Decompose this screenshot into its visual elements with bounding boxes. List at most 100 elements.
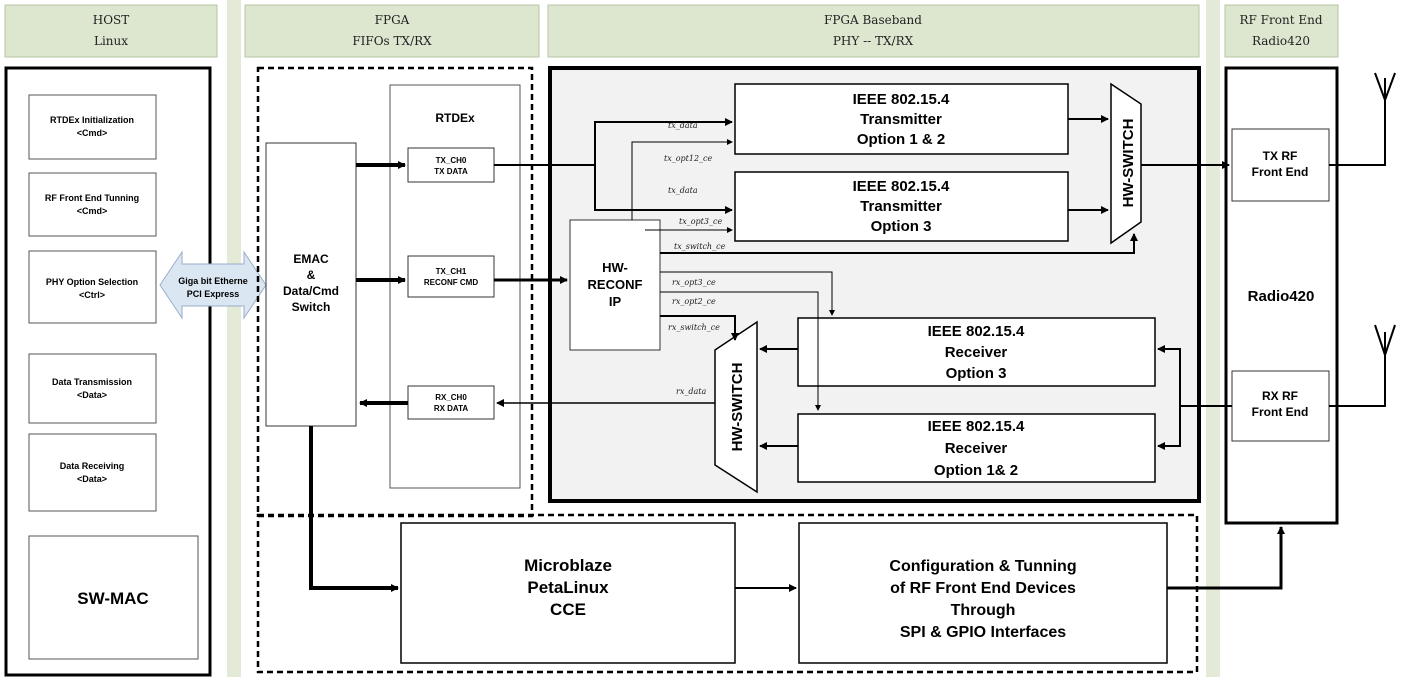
receiver-option-1-2: IEEE 802.15.4 Receiver Option 1& 2 (797, 413, 1156, 483)
signal-rx-data: rx_data (676, 387, 706, 396)
emac-line-3: Data/Cmd (283, 284, 339, 298)
rx12-line-2: Receiver (945, 440, 1008, 457)
bottom-region (256, 513, 1199, 674)
config-line-1: Configuration & Tunning (889, 558, 1076, 575)
separator-strip-2 (1206, 0, 1220, 677)
hw-switch-tx: HW-SWITCH (1110, 82, 1142, 245)
tx12-line-2: Transmitter (860, 111, 942, 128)
rx3-line-2: Receiver (945, 344, 1008, 361)
rx-rf-line-2: Front End (1252, 405, 1309, 419)
header-rf-line-2: Radio420 (1252, 34, 1310, 48)
rtdex-tx-ch0: TX_CH0 TX DATA (407, 147, 495, 183)
rtdex-rx-ch0: RX_CH0 RX DATA (407, 385, 495, 420)
tx-antenna-icon (1329, 72, 1396, 166)
emac-line-2: & (307, 268, 316, 282)
header-rf-line-1: RF Front End (1240, 13, 1323, 27)
connections (309, 115, 1285, 592)
host-box-data-rx: Data Receiving <Data> (28, 433, 157, 512)
pcie-line-2: PCI Express (187, 289, 240, 299)
signal-rx-opt3-ce: rx_opt3_ce (672, 278, 716, 287)
config-line-3: Through (951, 602, 1016, 619)
rx3-line-1: IEEE 802.15.4 (928, 323, 1025, 340)
transmitter-option-3: IEEE 802.15.4 Transmitter Option 3 (734, 171, 1069, 242)
host-box-rf-tuning-line-1: RF Front End Tunning (45, 193, 139, 203)
signal-tx-opt12-ce: tx_opt12_ce (664, 154, 713, 163)
microblaze-line-3: CCE (550, 600, 586, 619)
pcie-line-1: Giga bit Etherne (178, 276, 248, 286)
signal-rx-opt2-ce: rx_opt2_ce (672, 297, 716, 306)
microblaze-block: Microblaze PetaLinux CCE (400, 522, 736, 664)
signal-tx-data-2: tx_data (668, 186, 698, 195)
tx3-line-2: Transmitter (860, 198, 942, 215)
host-box-data-rx-line-2: <Data> (77, 474, 107, 484)
arrow-rxrf-rx3 (1157, 345, 1181, 406)
arrow-config-radio (1167, 526, 1285, 590)
radio420-title: Radio420 (1248, 288, 1315, 305)
host-box-rtdex-init-line-1: RTDEx Initialization (50, 115, 134, 125)
signal-tx-data-1: tx_data (668, 121, 698, 130)
tx3-line-1: IEEE 802.15.4 (853, 178, 950, 195)
rx-rf-line-1: RX RF (1262, 389, 1298, 403)
swmac-label: SW-MAC (77, 589, 148, 608)
hw-switch-tx-label: HW-SWITCH (1120, 119, 1137, 208)
arrow-tx-opt12-ce (631, 139, 733, 220)
rx-ch0-line-1: RX_CH0 (435, 393, 467, 402)
tx-ch1-line-2: RECONF CMD (424, 278, 478, 287)
arrow-tx-switch-ce (660, 233, 1138, 254)
host-box-phy-option-line-2: <Ctrl> (79, 290, 105, 300)
tx-rf-line-1: TX RF (1263, 149, 1298, 163)
host-box-rf-tuning: RF Front End Tunning <Cmd> (28, 172, 157, 237)
rtdex-tx-ch1: TX_CH1 RECONF CMD (407, 255, 495, 298)
host-box-phy-option-line-1: PHY Option Selection (46, 277, 138, 287)
receiver-option-3: IEEE 802.15.4 Receiver Option 3 (797, 317, 1156, 387)
rtdex-title: RTDEx (435, 111, 475, 125)
header-host-line-2: Linux (94, 34, 128, 48)
header-host: HOST Linux (4, 4, 218, 58)
configuration-block: Configuration & Tunning of RF Front End … (798, 522, 1168, 664)
signal-tx-opt3-ce: tx_opt3_ce (679, 217, 722, 226)
rx12-line-1: IEEE 802.15.4 (928, 418, 1025, 435)
host-box-data-tx: Data Transmission <Data> (28, 353, 157, 424)
microblaze-line-2: PetaLinux (527, 578, 609, 597)
header-baseband: FPGA Baseband PHY -- TX/RX (547, 4, 1200, 58)
host-box-rtdex-init: RTDEx Initialization <Cmd> (28, 94, 157, 160)
rx-ch0-line-2: RX DATA (434, 404, 469, 413)
tx-ch0-line-1: TX_CH0 (436, 156, 467, 165)
hw-reconf-line-1: HW- (602, 260, 628, 275)
config-line-2: of RF Front End Devices (890, 580, 1076, 597)
arrow-tx-data-2 (594, 165, 733, 214)
separator-strip-1 (227, 0, 241, 677)
host-box-phy-option: PHY Option Selection <Ctrl> (28, 250, 157, 324)
rx-rf-front-end: RX RF Front End (1231, 370, 1330, 442)
hw-reconf-ip: HW- RECONF IP (569, 219, 661, 351)
transmitter-option-1-2: IEEE 802.15.4 Transmitter Option 1 & 2 (734, 83, 1069, 155)
signal-rx-switch-ce: rx_switch_ce (668, 323, 720, 332)
tx-rf-line-2: Front End (1252, 165, 1309, 179)
tx12-line-1: IEEE 802.15.4 (853, 91, 950, 108)
arrow-tx-data-1 (494, 118, 733, 166)
fifo-region (256, 66, 534, 518)
arrow-emac-microblaze (309, 426, 399, 592)
host-box-rtdex-init-line-2: <Cmd> (77, 128, 108, 138)
hw-reconf-line-3: IP (609, 294, 622, 309)
host-box-swmac: SW-MAC (28, 535, 199, 660)
tx-ch1-line-1: TX_CH1 (436, 267, 467, 276)
tx3-line-3: Option 3 (871, 218, 932, 235)
microblaze-line-1: Microblaze (524, 556, 612, 575)
emac-line-4: Switch (292, 300, 331, 314)
header-fifo: FPGA FIFOs TX/RX (244, 4, 540, 58)
emac-line-1: EMAC (293, 252, 329, 266)
rx3-line-3: Option 3 (946, 365, 1007, 382)
header-baseband-line-1: FPGA Baseband (824, 13, 922, 27)
header-rf: RF Front End Radio420 (1224, 4, 1339, 58)
arrow-rx-opt2-ce (660, 291, 821, 411)
hw-switch-rx: HW-SWITCH (714, 320, 758, 494)
rx-antenna-icon (1329, 324, 1396, 407)
header-fifo-line-2: FIFOs TX/RX (352, 34, 432, 48)
emac-switch-block: EMAC & Data/Cmd Switch (265, 142, 357, 427)
header-fifo-line-1: FPGA (375, 13, 410, 27)
host-box-data-tx-line-1: Data Transmission (52, 377, 132, 387)
signal-tx-switch-ce: tx_switch_ce (674, 242, 726, 251)
